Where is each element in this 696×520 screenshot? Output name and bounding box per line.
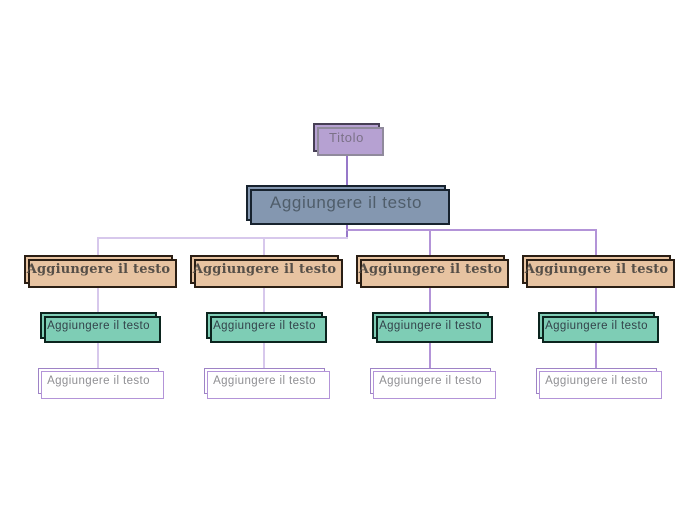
node-label: Aggiungere il testo — [524, 262, 669, 277]
node-branch-2-level-1[interactable]: Aggiungere il testo — [190, 255, 339, 284]
connector-rail-left — [97, 237, 348, 239]
node-root-label: Aggiungere il testo — [269, 193, 423, 212]
node-root[interactable]: Aggiungere il testo — [246, 185, 446, 221]
node-branch-1-level-3[interactable]: Aggiungere il testo — [38, 368, 159, 394]
connector-branch-1-low — [97, 338, 99, 369]
node-label: Aggiungere il testo — [213, 319, 316, 332]
node-branch-4-level-3[interactable]: Aggiungere il testo — [536, 368, 657, 394]
connector-drop-branch-1 — [97, 237, 99, 255]
node-label: Aggiungere il testo — [545, 319, 648, 332]
connector-drop-branch-4 — [595, 229, 597, 255]
node-title[interactable]: Titolo — [313, 123, 380, 152]
connector-drop-branch-3 — [429, 229, 431, 255]
connector-branch-4-mid — [595, 283, 597, 313]
node-branch-1-level-1[interactable]: Aggiungere il testo — [24, 255, 173, 284]
node-branch-2-level-3[interactable]: Aggiungere il testo — [204, 368, 325, 394]
node-branch-1-level-2[interactable]: Aggiungere il testo — [40, 312, 157, 339]
node-branch-4-level-1[interactable]: Aggiungere il testo — [522, 255, 671, 284]
node-label: Aggiungere il testo — [213, 375, 316, 387]
node-label: Aggiungere il testo — [47, 319, 150, 332]
node-label: Aggiungere il testo — [26, 262, 171, 277]
node-label: Aggiungere il testo — [47, 375, 150, 387]
node-label: Aggiungere il testo — [379, 319, 482, 332]
node-branch-3-level-2[interactable]: Aggiungere il testo — [372, 312, 489, 339]
node-label: Aggiungere il testo — [545, 375, 648, 387]
node-title-label: Titolo — [329, 130, 364, 145]
node-branch-2-level-2[interactable]: Aggiungere il testo — [206, 312, 323, 339]
node-label: Aggiungere il testo — [192, 262, 337, 277]
node-label: Aggiungere il testo — [358, 262, 503, 277]
node-branch-3-level-1[interactable]: Aggiungere il testo — [356, 255, 505, 284]
node-branch-4-level-2[interactable]: Aggiungere il testo — [538, 312, 655, 339]
connector-branch-1-mid — [97, 283, 99, 313]
connector-title-to-root — [346, 151, 348, 185]
connector-branch-3-low — [429, 338, 431, 369]
connector-branch-4-low — [595, 338, 597, 369]
node-branch-3-level-3[interactable]: Aggiungere il testo — [370, 368, 491, 394]
connector-rail-right — [346, 229, 597, 231]
connector-drop-branch-2 — [263, 237, 265, 255]
node-label: Aggiungere il testo — [379, 375, 482, 387]
connector-branch-2-low — [263, 338, 265, 369]
connector-branch-3-mid — [429, 283, 431, 313]
connector-branch-2-mid — [263, 283, 265, 313]
